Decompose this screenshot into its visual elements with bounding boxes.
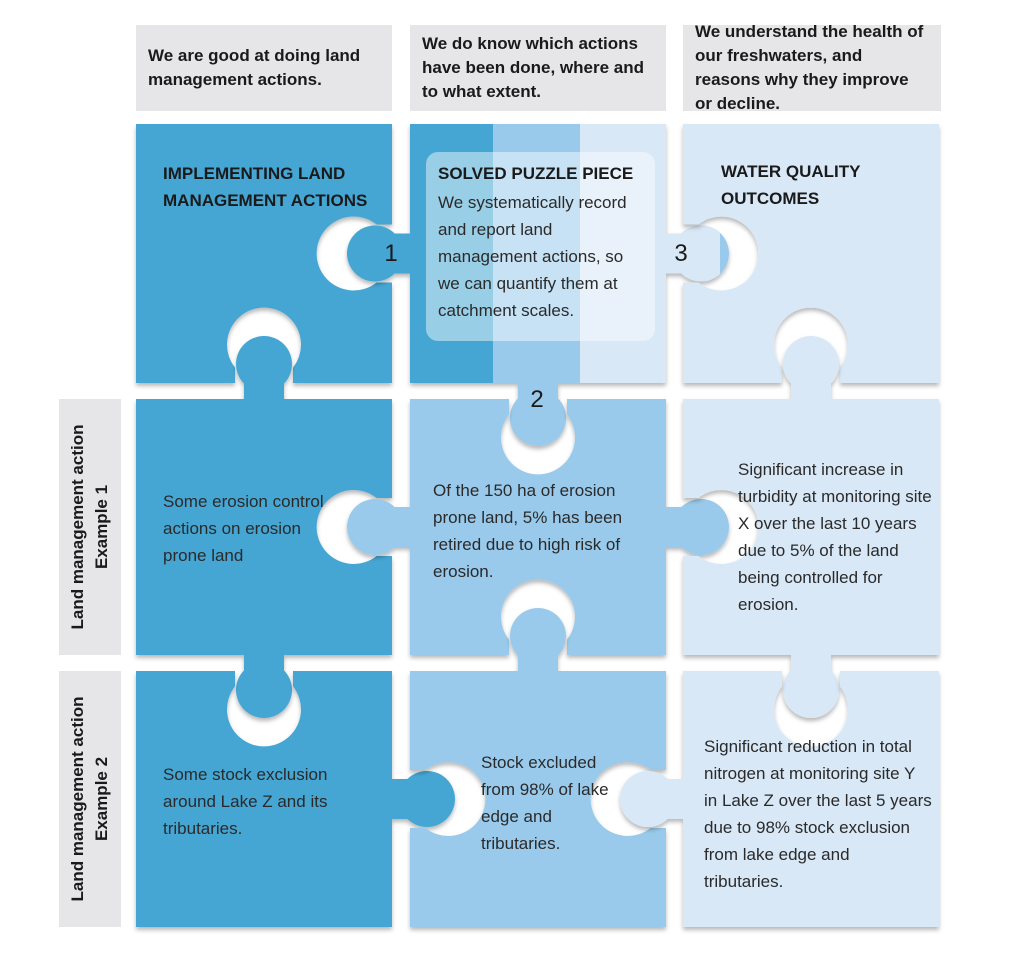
column-header-records-text: We do know which actions have been done,… [422,34,645,101]
column-header-actions: We are good at doing land management act… [136,25,392,111]
puzzle-piece-r0-c0 [136,124,392,383]
piece-title-water-quality: WATER QUALITY OUTCOMES [721,162,861,208]
example2-action-text: Some stock exclusion around Lake Z and i… [163,765,328,838]
example1-action-text: Some erosion control actions on erosion … [163,492,324,565]
puzzle-piece-r2-c1 [410,608,666,927]
puzzle-piece-r2-c2 [620,671,939,927]
puzzle-piece-r0-c2 [683,124,939,383]
column-header-records: We do know which actions have been done,… [410,25,666,111]
puzzle-piece-r1-c0 [136,336,392,718]
column-header-outcomes: We understand the health of our freshwat… [683,22,941,113]
example2-record-text: Stock excluded from 98% of lake edge and… [481,753,609,853]
example2-outcome-text: Significant reduction in total nitrogen … [704,737,932,891]
solved-puzzle-piece-callout: SOLVED PUZZLE PIECE We systematically re… [426,152,655,341]
example1-record-text: Of the 150 ha of erosion prone land, 5% … [433,481,623,581]
step-number-3: 3 [674,240,688,267]
solved-body: We systematically record and report land… [438,193,627,320]
column-header-outcomes-text: We understand the health of our freshwat… [695,22,924,113]
puzzle-piece-r2-c0 [136,671,455,927]
column-header-actions-text: We are good at doing land management act… [148,46,361,89]
piece-title-implementing: IMPLEMENTING LAND MANAGEMENT ACTIONS [163,164,368,210]
example1-outcome-text: Significant increase in turbidity at mon… [738,460,932,614]
puzzle-piece-r1-c1 [347,399,729,655]
step-number-1: 1 [384,240,398,267]
step-number-2: 2 [530,386,544,413]
solved-title: SOLVED PUZZLE PIECE [438,164,634,183]
puzzle-piece-r1-c2 [683,336,939,718]
